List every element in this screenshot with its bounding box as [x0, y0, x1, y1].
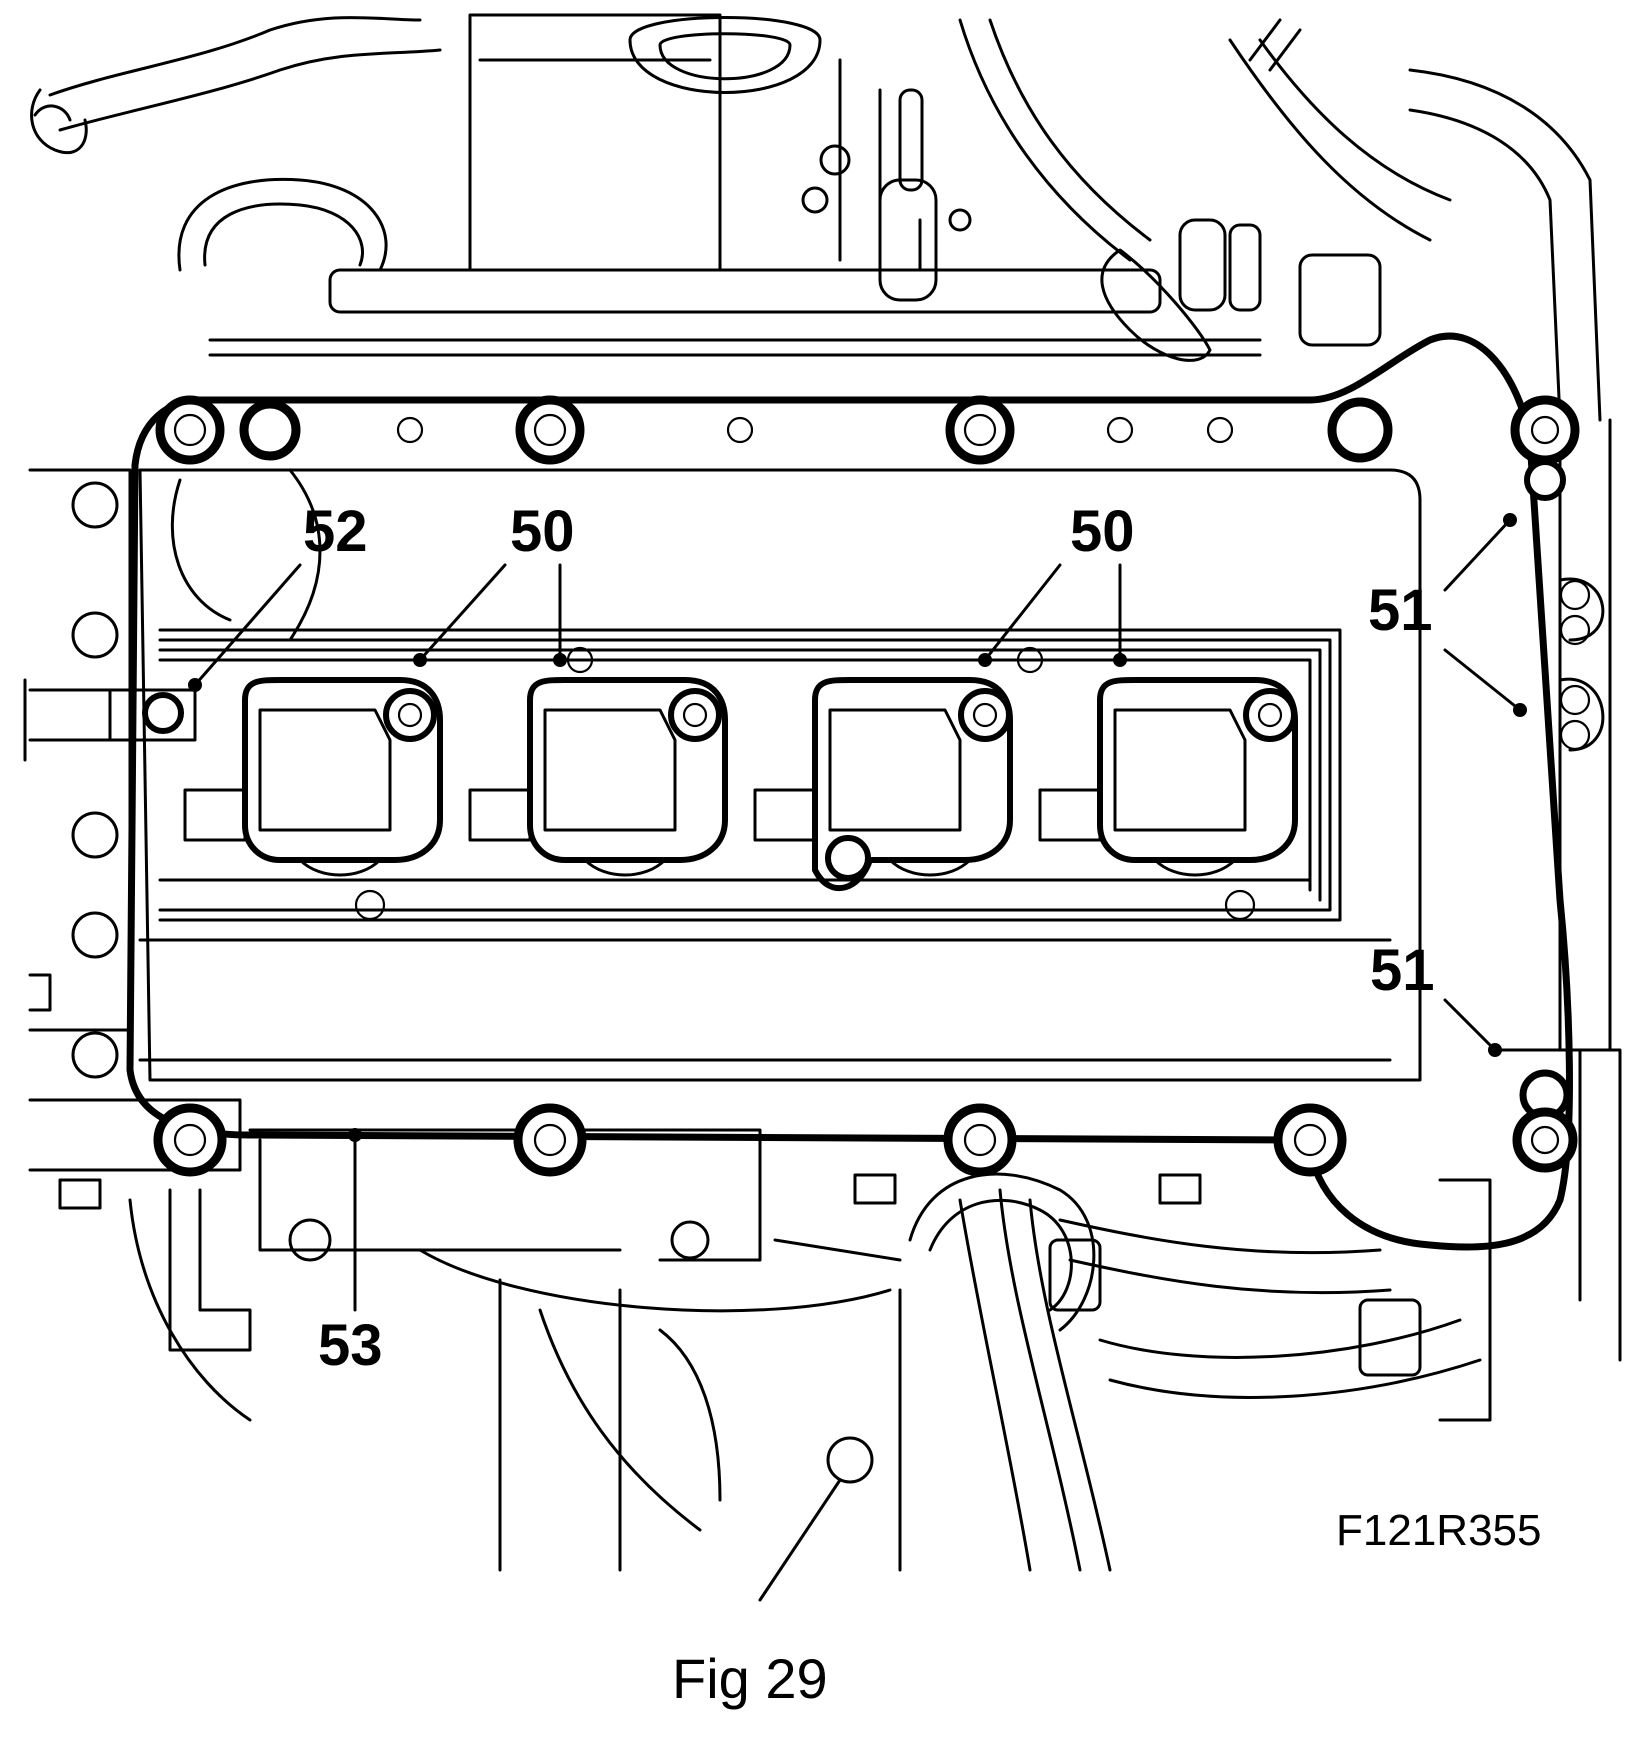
ignition-coil-4 [1038, 677, 1298, 877]
figure-caption: Fig 29 [672, 1647, 828, 1710]
ignition-coil-2 [468, 677, 728, 877]
leader-lines [188, 513, 1527, 1312]
callout-53: 53 [318, 1313, 383, 1378]
callout-52: 52 [303, 499, 368, 564]
callout-51-upper: 51 [1368, 578, 1433, 643]
callout-labels: 52 50 50 51 51 53 [303, 499, 1435, 1378]
callout-51-lower: 51 [1370, 938, 1435, 1003]
figure-code: F121R355 [1336, 1506, 1541, 1555]
gasket-bolts [38, 395, 1580, 1177]
ignition-coil-1 [183, 677, 443, 877]
callout-50-left: 50 [510, 499, 575, 564]
ignition-coils [183, 677, 1298, 892]
ignition-coil-3 [753, 677, 1013, 892]
engine-background-lines [23, 13, 1622, 1602]
hose-clips [1558, 577, 1605, 752]
valve-cover [126, 332, 1573, 1251]
callout-50-right: 50 [1070, 499, 1135, 564]
